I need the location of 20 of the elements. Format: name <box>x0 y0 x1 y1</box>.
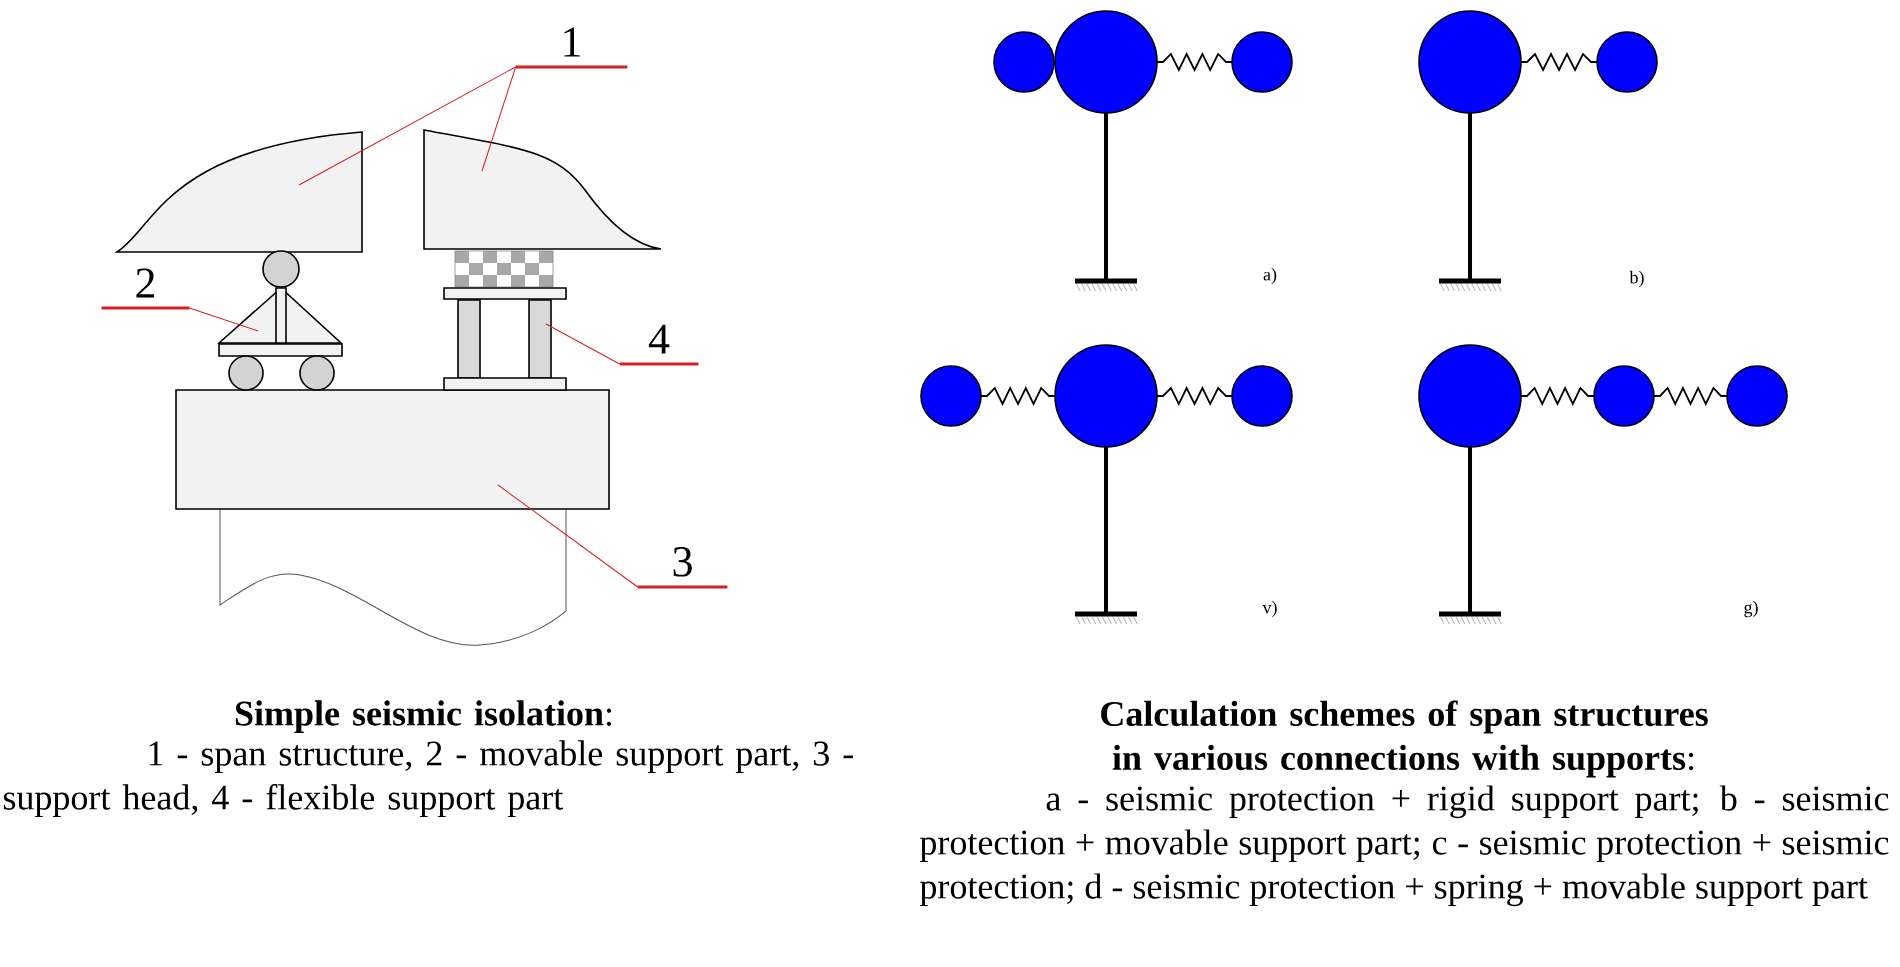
leader-line <box>545 323 621 365</box>
leader-line <box>188 307 259 332</box>
caption-title: Calculation schemes of span structures in various connections with supports: <box>1101 700 1708 778</box>
span-structure <box>423 129 662 250</box>
caption-title: Simple seismic isolation: <box>235 700 612 734</box>
support-column <box>528 299 552 379</box>
callout-number: 1 <box>515 27 628 69</box>
callout-number: 2 <box>101 268 190 310</box>
leader-line <box>481 66 517 172</box>
leader-line <box>298 66 517 186</box>
panel-label: g) <box>1744 600 1758 618</box>
callout-number: 4 <box>619 324 699 366</box>
panel-label: b) <box>1629 270 1644 288</box>
span-structure <box>116 131 363 253</box>
callout-number: 3 <box>637 547 728 589</box>
panel-label: v) <box>1262 600 1277 618</box>
leader-line <box>497 484 639 588</box>
caption-text: 1 - span structure, 2 - movable support part, 3 - support head, 4 - flexible support part <box>3 740 853 818</box>
panel-label: a) <box>1263 267 1277 285</box>
caption-text: a - seismic protection + rigid support part; b - seismic protection + movable support part; c - seismic protection + seismic protection; d - seismic protection + spring + movable support part <box>920 785 1889 907</box>
